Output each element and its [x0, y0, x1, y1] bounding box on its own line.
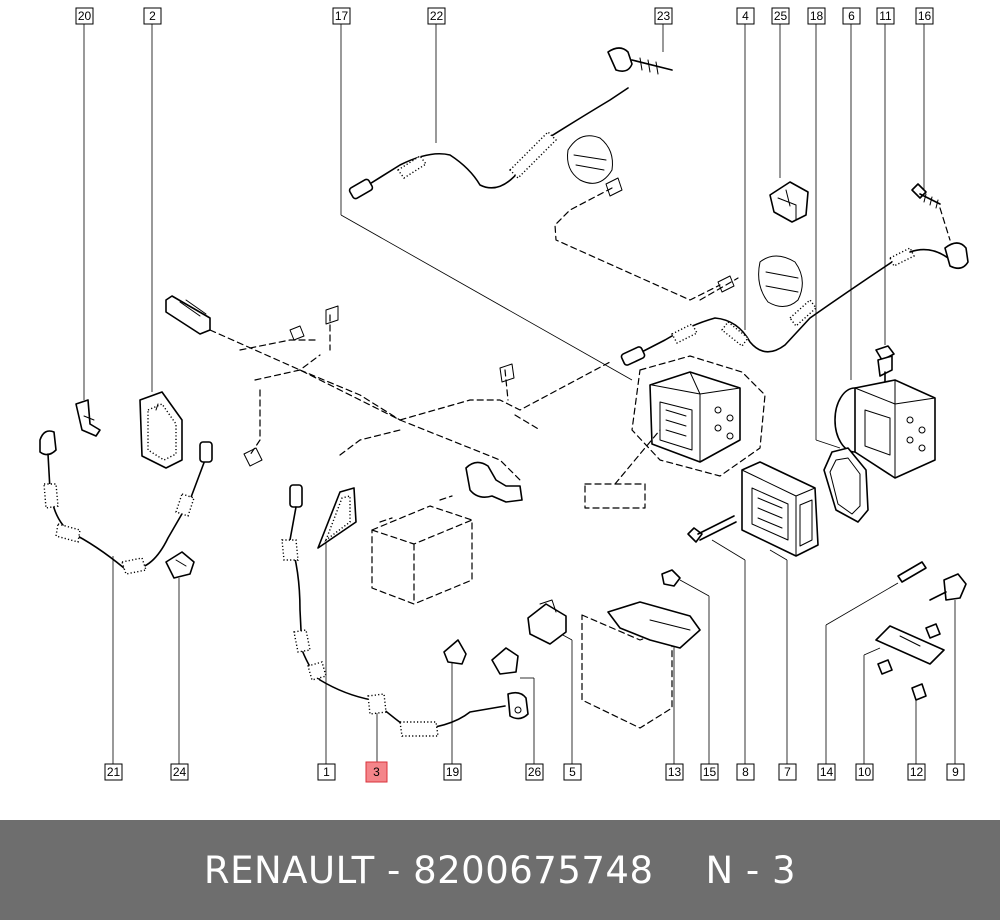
svg-text:19: 19: [446, 765, 460, 779]
leader-lines: [83, 24, 956, 764]
label-21: 21: [104, 763, 123, 781]
footer-brand: RENAULT: [203, 848, 375, 892]
part-17-abs-module: [584, 355, 766, 509]
label-10: 10: [855, 763, 874, 781]
label-3-highlighted: 3: [365, 761, 388, 783]
svg-text:4: 4: [742, 9, 749, 23]
part-8-bolt: [687, 515, 737, 543]
label-14: 14: [817, 763, 836, 781]
svg-text:1: 1: [323, 765, 330, 779]
label-5: 5: [563, 763, 582, 781]
label-19: 19: [443, 763, 462, 781]
label-4: 4: [736, 7, 755, 25]
svg-text:26: 26: [528, 765, 542, 779]
label-17: 17: [332, 7, 351, 25]
part-19-bracket: [443, 639, 467, 665]
label-8: 8: [736, 763, 755, 781]
svg-text:20: 20: [78, 9, 92, 23]
label-13: 13: [665, 763, 684, 781]
label-23: 23: [654, 7, 673, 25]
footer-part-number: 8200675748: [413, 848, 654, 892]
part-13-support: [581, 601, 701, 729]
part-26-clip: [491, 647, 519, 675]
part-2-shield: [139, 391, 183, 469]
svg-text:23: 23: [657, 9, 671, 23]
label-26: 26: [525, 763, 544, 781]
svg-text:15: 15: [703, 765, 717, 779]
part-3-wheel-sensor-cable: [281, 484, 529, 737]
svg-text:21: 21: [107, 765, 121, 779]
part-7-ecu: [741, 461, 819, 557]
label-11: 11: [876, 7, 895, 25]
footer-reference: N - 3: [705, 848, 797, 892]
part-10-bracket: [875, 623, 945, 675]
svg-text:5: 5: [569, 765, 576, 779]
label-20: 20: [75, 7, 94, 25]
label-6: 6: [842, 7, 861, 25]
part-4-front-sensor-cable: [620, 242, 969, 366]
label-24: 24: [170, 763, 189, 781]
label-12: 12: [907, 763, 926, 781]
part-21-wheel-sensor-cable: [39, 430, 213, 575]
label-2: 2: [143, 7, 162, 25]
part-14-pin: [897, 561, 927, 583]
svg-text:2: 2: [149, 9, 156, 23]
part-5-bracket: [527, 599, 567, 645]
part-15-nut: [661, 569, 681, 587]
part-16-bolt: [911, 183, 951, 241]
label-22: 22: [427, 7, 446, 25]
svg-text:7: 7: [784, 765, 791, 779]
label-18: 18: [807, 7, 826, 25]
part-12-nut: [911, 683, 927, 701]
part-11-bolt: [875, 345, 895, 393]
rear-hub-upper: [554, 135, 721, 301]
svg-text:16: 16: [918, 9, 932, 23]
svg-text:8: 8: [742, 765, 749, 779]
part-6-abs-pump-unit: [834, 379, 936, 479]
part-22-wheel-sensor-cable: [348, 47, 673, 200]
svg-text:3: 3: [373, 765, 380, 779]
part-18-gasket: [823, 447, 869, 523]
svg-text:11: 11: [879, 9, 892, 23]
svg-text:18: 18: [810, 9, 824, 23]
svg-text:24: 24: [173, 765, 187, 779]
footer-separator: -: [386, 848, 401, 892]
svg-text:25: 25: [774, 9, 788, 23]
svg-text:12: 12: [910, 765, 924, 779]
part-20-bracket: [75, 399, 101, 437]
svg-text:10: 10: [858, 765, 872, 779]
svg-text:6: 6: [848, 9, 855, 23]
svg-text:9: 9: [952, 765, 959, 779]
label-9: 9: [946, 763, 965, 781]
wiring-loom: [165, 295, 611, 503]
footer-bar: RENAULT - 8200675748 N - 3: [0, 820, 1000, 920]
part-24-clip: [165, 551, 195, 579]
part-25-clip: [769, 181, 809, 223]
label-25: 25: [771, 7, 790, 25]
parts-diagram: 20 2 17 22 23 4 25 18 6 11 16 21 24 1 3 …: [39, 7, 969, 783]
svg-text:14: 14: [820, 765, 834, 779]
part-1-shield: [317, 487, 357, 549]
svg-text:17: 17: [335, 9, 349, 23]
part-9-bolt: [929, 573, 967, 601]
label-1: 1: [317, 763, 336, 781]
svg-text:22: 22: [430, 9, 444, 23]
label-7: 7: [778, 763, 797, 781]
label-15: 15: [700, 763, 719, 781]
label-16: 16: [915, 7, 934, 25]
svg-text:13: 13: [668, 765, 682, 779]
battery: [371, 495, 473, 605]
